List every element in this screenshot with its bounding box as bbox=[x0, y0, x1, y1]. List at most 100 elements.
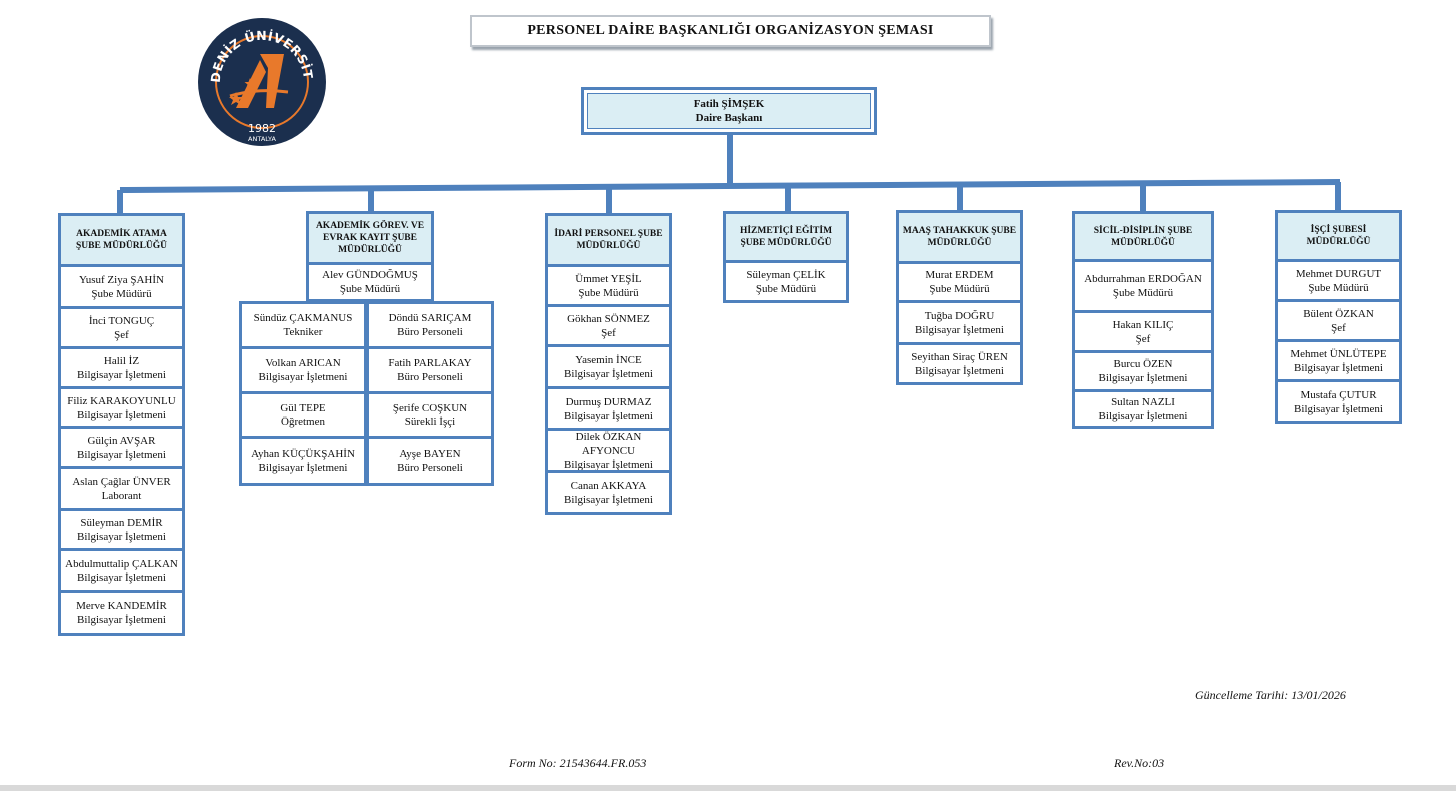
staff-name: Gülçin AVŞAR bbox=[87, 434, 156, 447]
staff-name: Abdurrahman ERDOĞAN bbox=[1084, 273, 1202, 285]
staff-role: Bilgisayar İşletmeni bbox=[1098, 372, 1188, 384]
staff-role: Bilgisayar İşletmeni bbox=[564, 409, 653, 422]
staff-role: Şube Müdürü bbox=[755, 282, 817, 295]
staff-name: Volkan ARICAN bbox=[265, 357, 341, 369]
staff-role: Şube Müdürü bbox=[91, 287, 152, 300]
staff-role: Şef bbox=[1331, 321, 1346, 334]
staff-role: Bilgisayar İşletmeni bbox=[915, 364, 1004, 377]
staff-name: Süleyman ÇELİK bbox=[746, 268, 826, 281]
staff-role: Büro Personeli bbox=[397, 371, 463, 383]
dept-header: İŞÇİ ŞUBESİ MÜDÜRLÜĞÜ bbox=[1275, 210, 1402, 262]
staff-box: Gül TEPE Öğretmen bbox=[239, 391, 367, 439]
dept-header: MAAŞ TAHAKKUK ŞUBE MÜDÜRLÜĞÜ bbox=[896, 210, 1023, 264]
staff-name: İnci TONGUÇ bbox=[88, 314, 155, 327]
staff-role: Şef bbox=[114, 328, 129, 341]
staff-name: Ayşe BAYEN bbox=[399, 448, 461, 460]
staff-role: Bilgisayar İşletmeni bbox=[77, 530, 166, 543]
staff-role: Şef bbox=[1135, 332, 1151, 345]
staff-name: Canan AKKAYA bbox=[570, 479, 647, 492]
logo-year: 1982 bbox=[248, 122, 276, 135]
revision-number: Rev.No:03 bbox=[1114, 756, 1165, 770]
staff-role: Bilgisayar İşletmeni bbox=[564, 458, 653, 471]
staff-name: Mustafa ÇUTUR bbox=[1300, 388, 1377, 401]
staff-role: Bilgisayar İşletmeni bbox=[564, 493, 653, 506]
dept-header: AKADEMİK GÖREV. VE EVRAK KAYIT ŞUBE MÜDÜ… bbox=[306, 211, 434, 265]
staff-name: Halil İZ bbox=[103, 354, 140, 367]
staff-role: Sürekli İşçi bbox=[404, 416, 456, 428]
staff-name: Abdulmuttalip ÇALKAN bbox=[65, 557, 178, 570]
page-title: PERSONEL DAİRE BAŞKANLIĞI ORGANİZASYON Ş… bbox=[470, 15, 991, 47]
staff-role: Bilgisayar İşletmeni bbox=[1294, 402, 1383, 415]
staff-role: Bilgisayar İşletmeni bbox=[1098, 410, 1188, 422]
dept-header: SİCİL-DİSİPLİN ŞUBE MÜDÜRLÜĞÜ bbox=[1072, 211, 1214, 262]
dept-header: AKADEMİK ATAMA ŞUBE MÜDÜRLÜĞÜ bbox=[58, 213, 185, 267]
staff-name: Gökhan SÖNMEZ bbox=[567, 312, 650, 325]
staff-role: Bilgisayar İşletmeni bbox=[1294, 361, 1383, 374]
staff-name: Ümmet YEŞİL bbox=[575, 272, 642, 285]
staff-box: Burcu ÖZEN Bilgisayar İşletmeni bbox=[1072, 350, 1214, 392]
staff-name: Durmuş DURMAZ bbox=[565, 395, 652, 408]
root-node: Fatih ŞİMŞEK Daire Başkanı bbox=[581, 87, 877, 135]
logo-city: ANTALYA bbox=[248, 135, 276, 143]
staff-name: Sultan NAZLI bbox=[1111, 396, 1175, 408]
staff-role: Bilgisayar İşletmeni bbox=[77, 571, 166, 584]
staff-name: Merve KANDEMİR bbox=[76, 600, 167, 612]
staff-role: Şube Müdürü bbox=[929, 283, 990, 295]
staff-name: Bülent ÖZKAN bbox=[1303, 307, 1374, 320]
update-date: Güncelleme Tarihi: 13/01/2026 bbox=[1195, 688, 1346, 702]
form-number: Form No: 21543644.FR.053 bbox=[509, 756, 647, 770]
staff-name: Şerife COŞKUN bbox=[392, 402, 468, 414]
staff-role: Büro Personeli bbox=[397, 462, 463, 474]
staff-name: Dilek ÖZKAN AFYONCU bbox=[575, 430, 642, 457]
dept-header: İDARİ PERSONEL ŞUBE MÜDÜRLÜĞÜ bbox=[545, 213, 672, 267]
staff-name: Sündüz ÇAKMANUS bbox=[253, 312, 353, 324]
staff-name: Burcu ÖZEN bbox=[1113, 358, 1173, 370]
staff-role: Büro Personeli bbox=[397, 326, 463, 338]
staff-name: Aslan Çağlar ÜNVER bbox=[72, 475, 171, 488]
staff-name: Seyithan Siraç ÜREN bbox=[911, 350, 1008, 363]
staff-role: Şube Müdürü bbox=[339, 283, 401, 295]
staff-role: Bilgisayar İşletmeni bbox=[564, 367, 653, 380]
staff-name: Gül TEPE bbox=[280, 402, 326, 414]
staff-name: Fatih PARLAKAY bbox=[388, 357, 472, 369]
root-name: Fatih ŞİMŞEK bbox=[693, 98, 765, 110]
staff-box: Sultan NAZLI Bilgisayar İşletmeni bbox=[1072, 389, 1214, 429]
staff-name: Mehmet DURGUT bbox=[1295, 267, 1382, 280]
dept-header: HİZMETİÇİ EĞİTİM ŞUBE MÜDÜRLÜĞÜ bbox=[723, 211, 849, 263]
staff-role: Bilgisayar İşletmeni bbox=[258, 462, 348, 474]
staff-role: Bilgisayar İşletmeni bbox=[77, 448, 166, 461]
staff-role: Bilgisayar İşletmeni bbox=[77, 408, 166, 421]
staff-name: Yusuf Ziya ŞAHİN bbox=[79, 273, 164, 286]
staff-role: Öğretmen bbox=[281, 416, 325, 428]
staff-box: Fatih PARLAKAY Büro Personeli bbox=[366, 346, 494, 394]
staff-role: Bilgisayar İşletmeni bbox=[77, 368, 166, 381]
staff-role: Laborant bbox=[101, 489, 142, 502]
